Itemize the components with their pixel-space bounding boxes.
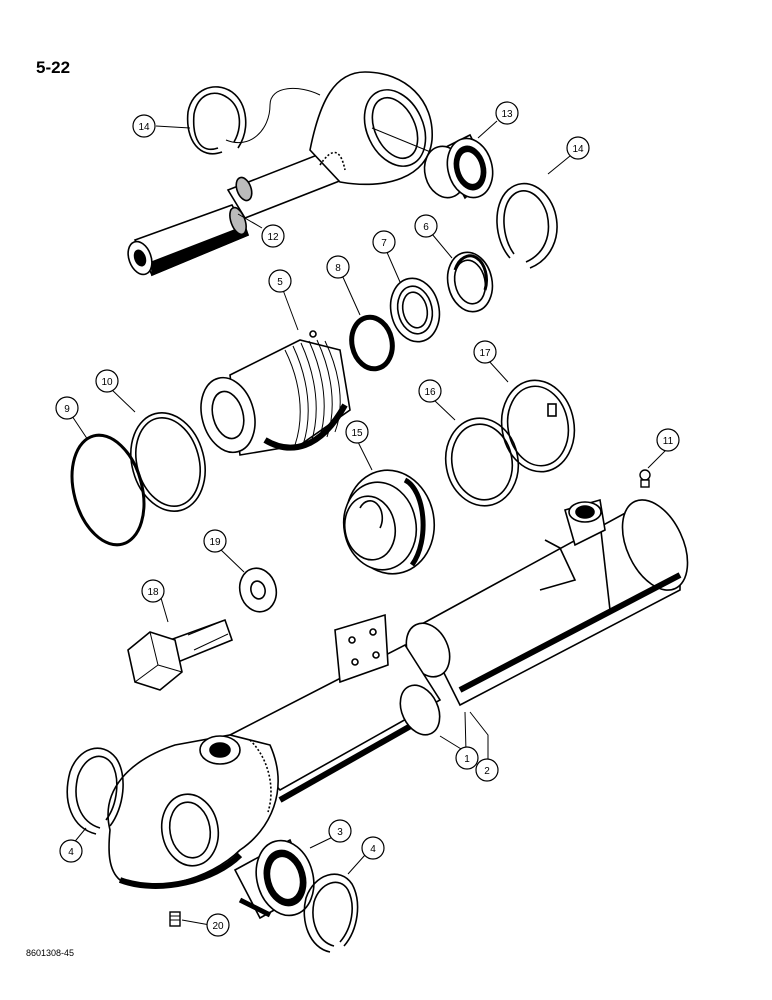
wear-ring-16 [444, 417, 520, 507]
svg-text:12: 12 [267, 232, 279, 243]
o-ring-8 [349, 314, 395, 372]
callout-10: 10 [95, 369, 119, 393]
wiper-7 [389, 277, 441, 343]
callout-8: 8 [326, 255, 350, 279]
callout-15: 15 [345, 420, 369, 444]
washer-19 [238, 567, 278, 613]
snap-ring-4-right [303, 873, 359, 953]
svg-text:8: 8 [335, 263, 341, 274]
piston-15 [342, 469, 436, 575]
callout-4-right: 4 [361, 836, 385, 860]
svg-text:20: 20 [212, 921, 224, 932]
svg-text:4: 4 [68, 847, 74, 858]
svg-text:15: 15 [351, 428, 363, 439]
callout-19: 19 [203, 529, 227, 553]
snap-ring-4-left [66, 747, 124, 835]
bushing-13 [423, 133, 494, 200]
callout-14-left: 14 [132, 114, 156, 138]
callout-3: 3 [328, 819, 352, 843]
callout-7: 7 [372, 230, 396, 254]
callout-1: 1 [455, 746, 479, 770]
callout-12: 12 [261, 224, 285, 248]
callout-2: 2 [475, 758, 499, 782]
svg-text:19: 19 [209, 537, 221, 548]
svg-text:6: 6 [423, 222, 429, 233]
callout-4-left: 4 [59, 839, 83, 863]
bushing-3 [233, 838, 315, 920]
piston-rod [127, 71, 433, 277]
callout-18: 18 [141, 579, 165, 603]
snap-ring-14-left [186, 86, 247, 155]
seal-17 [500, 379, 576, 473]
svg-text:14: 14 [572, 144, 584, 155]
svg-text:18: 18 [147, 587, 159, 598]
svg-text:9: 9 [64, 404, 70, 415]
callout-11: 11 [656, 428, 680, 452]
grease-fitting-11 [639, 469, 651, 488]
figure-code: 8601308-45 [26, 948, 75, 958]
svg-text:4: 4 [370, 844, 376, 855]
svg-text:11: 11 [663, 436, 674, 447]
callout-5: 5 [268, 269, 292, 293]
callout-6: 6 [414, 214, 438, 238]
snap-ring-14-right [496, 182, 558, 269]
backup-ring-10 [130, 412, 206, 512]
gland-5 [200, 330, 351, 456]
svg-text:3: 3 [337, 827, 343, 838]
callout-20: 20 [206, 913, 230, 937]
svg-text:1: 1 [464, 754, 470, 765]
callout-16: 16 [418, 379, 442, 403]
svg-text:17: 17 [479, 348, 491, 359]
svg-text:14: 14 [138, 122, 150, 133]
callout-14-right: 14 [566, 136, 590, 160]
cylinder-barrel [107, 498, 689, 889]
svg-text:5: 5 [277, 277, 283, 288]
callout-9: 9 [55, 396, 79, 420]
svg-text:10: 10 [101, 377, 113, 388]
bolt-18 [127, 618, 234, 691]
svg-text:13: 13 [501, 109, 513, 120]
page-number: 5-22 [36, 58, 71, 77]
callout-17: 17 [473, 340, 497, 364]
seal-6 [446, 251, 494, 313]
o-ring-9 [70, 433, 146, 547]
svg-text:16: 16 [424, 387, 436, 398]
callout-13: 13 [495, 101, 519, 125]
svg-text:2: 2 [484, 766, 490, 777]
grease-fitting-20 [169, 911, 181, 927]
svg-text:7: 7 [381, 238, 387, 249]
leader-line [225, 87, 321, 143]
